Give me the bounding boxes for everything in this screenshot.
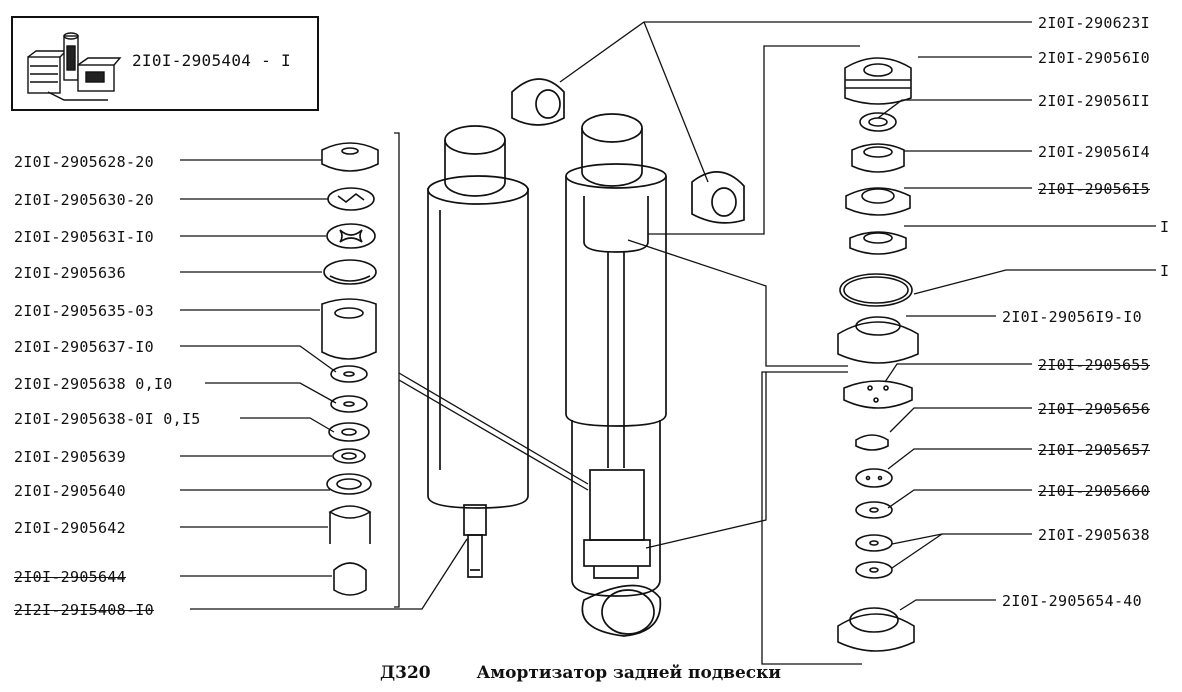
left-label-9: 2I0I-2905639 bbox=[14, 448, 126, 466]
right-label-14: 2I0I-2905654-40 bbox=[1002, 592, 1142, 610]
right-label-13: 2I0I-2905638 bbox=[1038, 526, 1150, 544]
left-label-13: 2I2I-29I5408-I0 bbox=[14, 601, 154, 619]
rubber-bushings bbox=[511, 78, 745, 224]
right-exploded-parts bbox=[837, 57, 919, 652]
right-label-10: 2I0I-2905656 bbox=[1038, 400, 1150, 418]
right-label-3: 2I0I-29056II bbox=[1038, 92, 1150, 110]
left-label-12: 2I0I-2905644 bbox=[14, 568, 126, 586]
left-label-1: 2I0I-2905628-20 bbox=[14, 153, 154, 171]
left-label-11: 2I0I-2905642 bbox=[14, 519, 126, 537]
right-label-11: 2I0I-2905657 bbox=[1038, 441, 1150, 459]
left-label-3: 2I0I-290563I-I0 bbox=[14, 228, 154, 246]
left-label-8: 2I0I-2905638-0I 0,I5 bbox=[14, 410, 201, 428]
shock-absorber-left bbox=[427, 125, 529, 578]
right-label-7: I bbox=[1160, 262, 1170, 280]
left-leaders bbox=[180, 132, 589, 610]
right-leaders bbox=[559, 21, 1156, 665]
right-label-9: 2I0I-2905655 bbox=[1038, 356, 1150, 374]
right-label-1: 2I0I-290623I bbox=[1038, 14, 1150, 32]
figure-caption: Д320 Амортизатор задней подвески bbox=[380, 663, 781, 683]
left-label-6: 2I0I-2905637-I0 bbox=[14, 338, 154, 356]
right-label-2: 2I0I-29056I0 bbox=[1038, 49, 1150, 67]
right-label-4: 2I0I-29056I4 bbox=[1038, 143, 1150, 161]
figure-code: Д320 bbox=[380, 663, 431, 683]
right-label-6: I bbox=[1160, 218, 1170, 236]
right-label-8: 2I0I-29056I9-I0 bbox=[1002, 308, 1142, 326]
left-exploded-parts bbox=[321, 142, 379, 596]
kit-box bbox=[11, 16, 319, 111]
kit-part-number: 2I0I-2905404 - I bbox=[132, 51, 291, 70]
left-label-5: 2I0I-2905635-03 bbox=[14, 302, 154, 320]
left-label-4: 2I0I-2905636 bbox=[14, 264, 126, 282]
left-label-10: 2I0I-2905640 bbox=[14, 482, 126, 500]
right-label-12: 2I0I-2905660 bbox=[1038, 482, 1150, 500]
kit-icon bbox=[27, 32, 122, 101]
shock-absorber-center bbox=[565, 113, 667, 637]
right-label-5: 2I0I-29056I5 bbox=[1038, 180, 1150, 198]
left-label-2: 2I0I-2905630-20 bbox=[14, 191, 154, 209]
left-label-7: 2I0I-2905638 0,I0 bbox=[14, 375, 173, 393]
figure-title: Амортизатор задней подвески bbox=[476, 663, 782, 683]
